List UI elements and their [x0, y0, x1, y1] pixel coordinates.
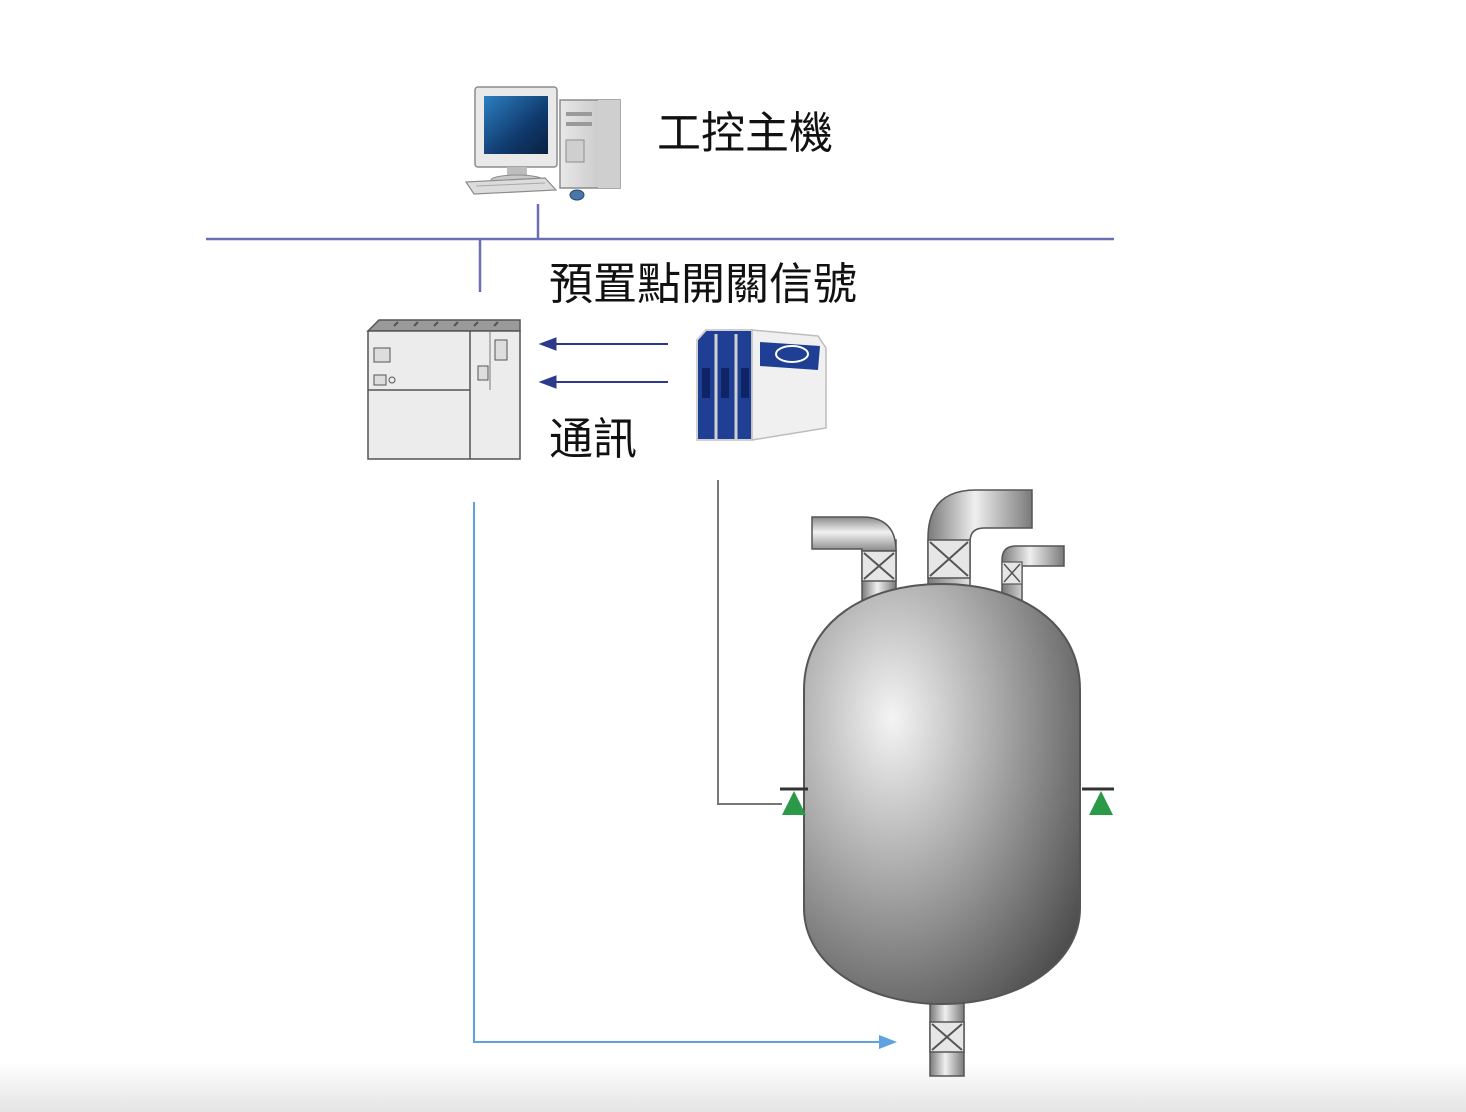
level-switch-left [780, 787, 808, 815]
level-switch-right [1082, 787, 1114, 815]
plc-controller-icon [366, 319, 521, 460]
control-line [473, 502, 882, 1043]
communication-label: 通訊 [549, 414, 637, 465]
setpoint-signal-label: 預置點開關信號 [549, 259, 857, 310]
sensor-wire [717, 480, 782, 805]
pressure-tank-icon [803, 582, 1081, 1006]
signal-arrow-2-head [538, 375, 557, 389]
signal-isolator-module-icon [696, 329, 827, 441]
host-label: 工控主機 [657, 108, 833, 159]
computer-icon [464, 86, 621, 201]
bottom-shade [0, 1062, 1466, 1112]
signal-arrow-1-head [538, 337, 557, 351]
signal-arrows [538, 337, 668, 389]
tank-top-piping [811, 489, 1065, 601]
control-line-arrowhead [879, 1035, 897, 1049]
